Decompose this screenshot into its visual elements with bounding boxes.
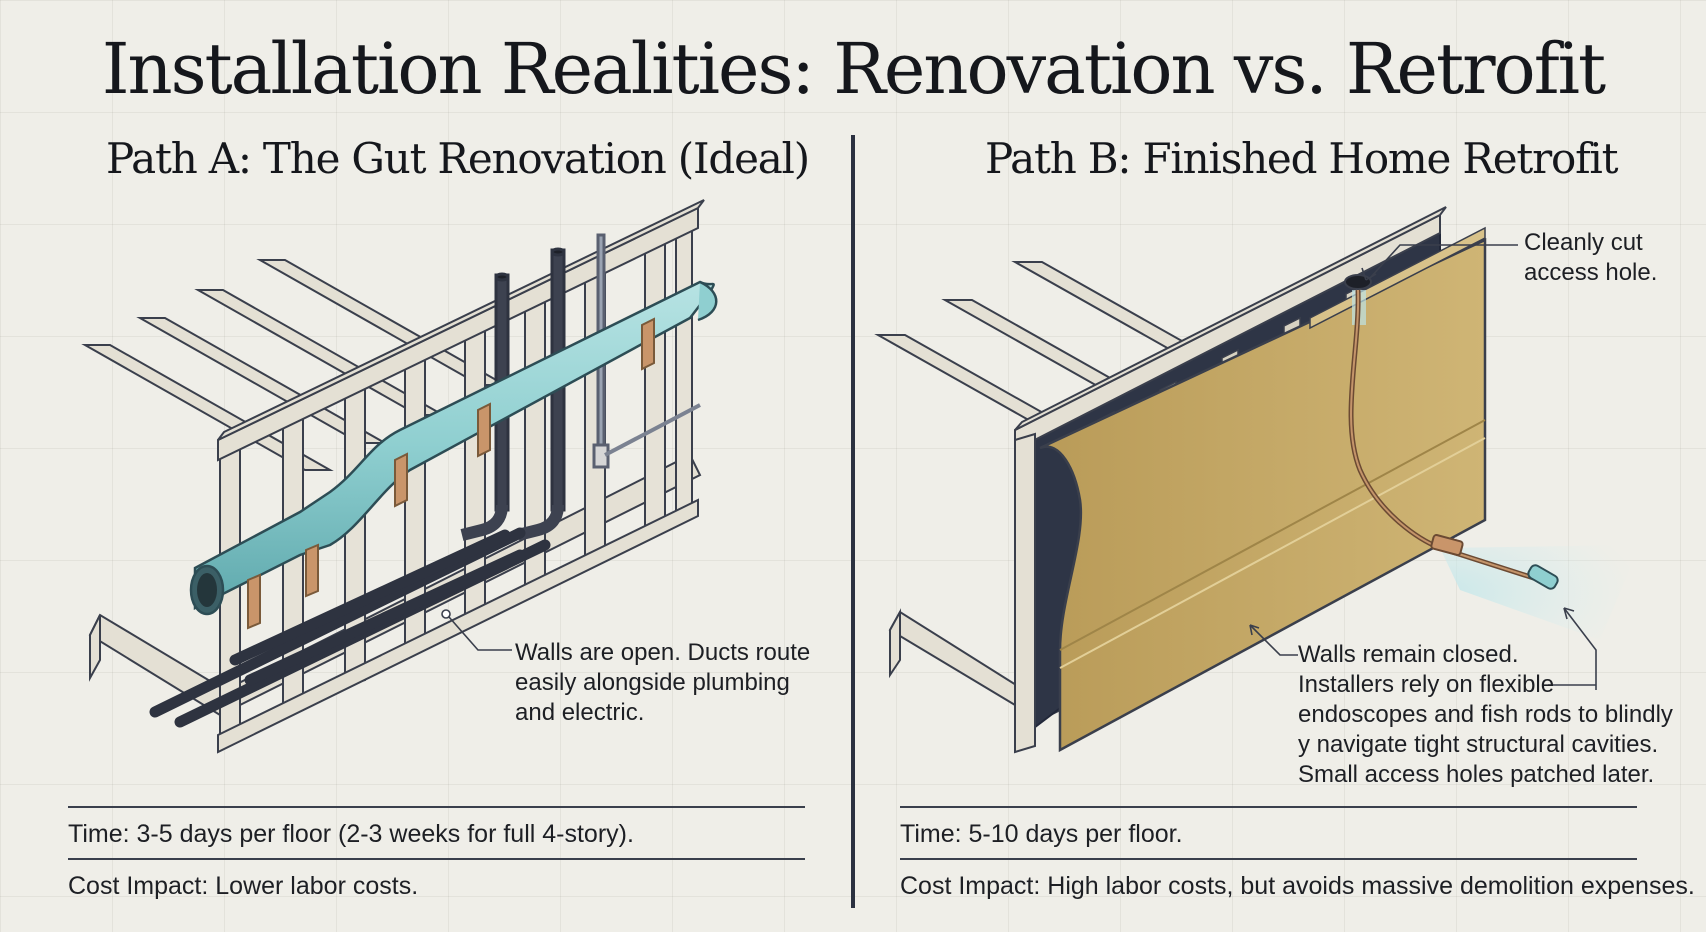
panel-a-callout-line: easily alongside plumbing [515,669,790,696]
panel-b-callout-line: Small access holes patched later. [1298,761,1655,788]
panel-b-rule-mid [900,858,1637,860]
panel-a-callout: Walls are open. Ducts route easily along… [515,638,810,728]
panel-a-callout-line: Walls are open. Ducts route [515,639,811,666]
panel-a-callout-line: and electric. [515,699,645,726]
panel-b-callout-line: endoscopes and fish rods to blindly [1298,701,1673,728]
callout-leaders-b [1249,244,1597,690]
panel-b-time: Time: 5-10 days per floor. [900,820,1183,848]
panel-b-callout-line: Walls remain closed. [1298,641,1519,668]
wall-frame-b [1014,206,1447,754]
bottom-plate-a [217,498,699,754]
panel-b-rule-top [900,806,1637,808]
access-hole-callout-line: access hole. [1524,259,1658,286]
panel-divider [851,135,855,908]
panel-b-callout: Walls remain closed. Installers rely on … [1298,640,1673,790]
floor-pipes-a [149,527,551,728]
panel-b-title: Path B: Finished Home Retrofit [985,134,1619,183]
panel-a-rule-top [68,806,805,808]
endoscope-light-beam [1440,545,1640,640]
access-hole-callout-line: Cleanly cut [1524,229,1643,256]
panel-b-callout-line: Installers rely on flexible [1298,671,1555,698]
panel-b-cost: Cost Impact: High labor costs, but avoid… [900,872,1695,900]
callout-leader-a [441,609,512,651]
panel-b-callout-line: y navigate tight structural cavities. [1298,731,1659,758]
main-title: Installation Realities: Renovation vs. R… [101,28,1606,110]
access-hole-callout: Cleanly cut access hole. [1524,228,1657,288]
fish-rod-cable [1348,289,1559,590]
hvac-duct [189,280,718,630]
panel-a-rule-mid [68,858,805,860]
panel-a-cost: Cost Impact: Lower labor costs. [68,872,419,900]
top-plate-a [217,199,705,462]
panel-a-time: Time: 3-5 days per floor (2-3 weeks for … [68,820,634,848]
panel-a-title: Path A: The Gut Renovation (Ideal) [106,134,810,183]
